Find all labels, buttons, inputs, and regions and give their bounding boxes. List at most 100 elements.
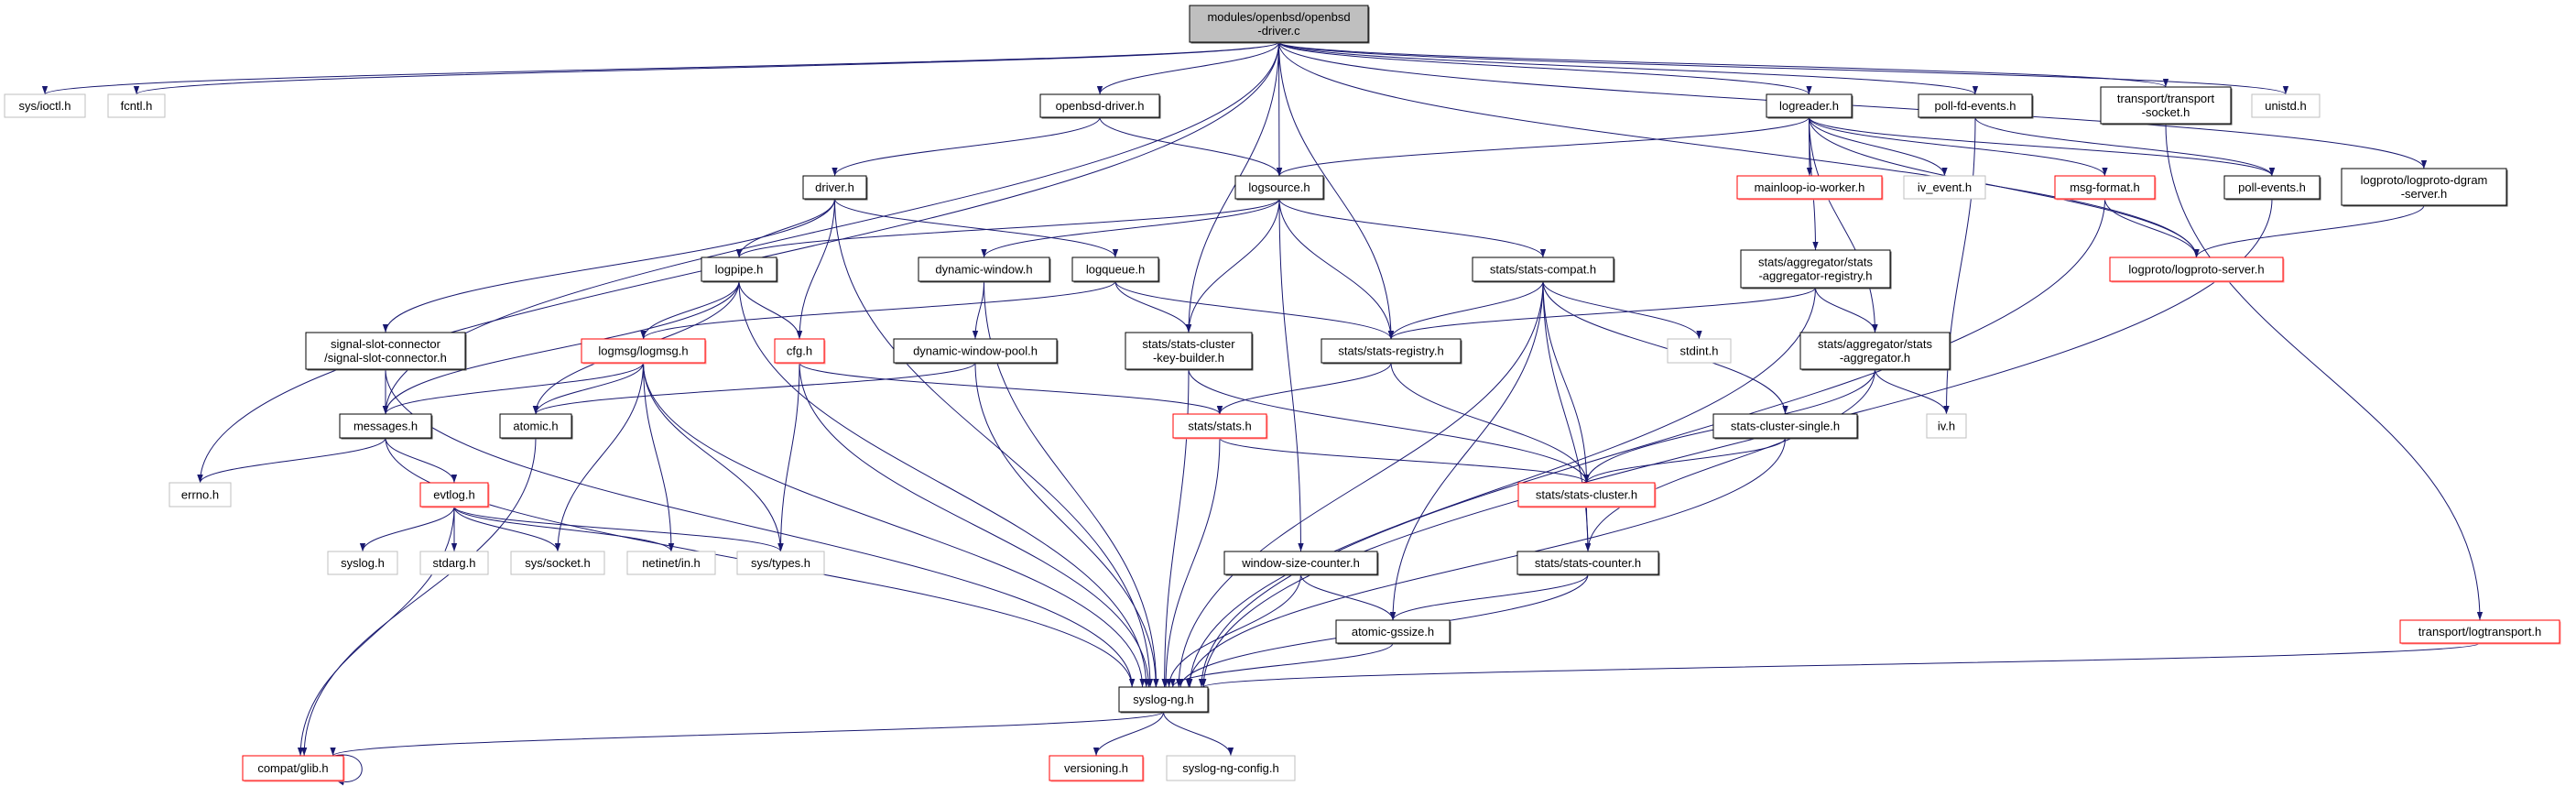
edge-pollevents-to-syslogng: [1201, 198, 2273, 688]
node-lpserver[interactable]: logproto/logproto-server.h: [2109, 257, 2285, 283]
node-label: syslog.h: [341, 556, 385, 570]
node-logqueue[interactable]: logqueue.h: [1071, 257, 1160, 283]
node-label: transport/transport: [2117, 92, 2215, 105]
node-box: [1926, 413, 1967, 439]
node-logreader[interactable]: logreader.h: [1766, 93, 1853, 119]
node-label: errno.h: [181, 488, 219, 502]
edge-stats-to-syslogng: [1162, 437, 1221, 688]
node-messages[interactable]: messages.h: [339, 413, 433, 440]
node-pollevents[interactable]: poll-events.h: [2223, 175, 2321, 201]
node-label: stats/stats.h: [1188, 420, 1251, 433]
edge-logsource-to-keyb: [1185, 198, 1280, 333]
node-msgformat[interactable]: msg-format.h: [2054, 175, 2157, 201]
node-label: modules/openbsd/openbsd: [1207, 10, 1350, 24]
edge-msgformat-to-syslogng: [1198, 198, 2105, 688]
node-ivevent[interactable]: iv_event.h: [1903, 175, 1986, 200]
node-fcntl[interactable]: fcntl.h: [107, 93, 166, 118]
node-label: atomic-gssize.h: [1352, 625, 1434, 639]
node-label: -aggregator.h: [1840, 351, 1910, 365]
node-socket[interactable]: sys/socket.h: [510, 551, 605, 575]
node-label: logmsg/logmsg.h: [598, 344, 688, 358]
node-ivh[interactable]: iv.h: [1926, 413, 1967, 439]
node-logpipe[interactable]: logpipe.h: [701, 257, 778, 283]
edge-atomic-to-glib: [301, 437, 537, 757]
node-main[interactable]: modules/openbsd/openbsd-driver.c: [1189, 5, 1370, 44]
node-aggr[interactable]: stats/aggregator/stats-aggregator.h: [1799, 332, 1951, 371]
edge-logsource-to-wsc: [1278, 198, 1304, 552]
edge-logpipe-to-messages: [382, 280, 740, 415]
node-aggreg[interactable]: stats/aggregator/stats-aggregator-regist…: [1740, 249, 1892, 289]
node-stdarg[interactable]: stdarg.h: [419, 551, 489, 575]
node-box: [2054, 175, 2156, 200]
edge-dynwin-to-dwpool: [972, 280, 984, 340]
node-gssize[interactable]: atomic-gssize.h: [1335, 619, 1451, 645]
node-logtransport[interactable]: transport/logtransport.h: [2399, 619, 2561, 645]
node-logsource[interactable]: logsource.h: [1234, 175, 1325, 201]
node-netinet[interactable]: netinet/in.h: [626, 551, 716, 575]
node-box: [305, 332, 466, 370]
edge-wsc-to-syslogng: [1166, 573, 1301, 688]
node-evtlog[interactable]: evtlog.h: [419, 482, 490, 508]
node-ssc[interactable]: signal-slot-connector/signal-slot-connec…: [305, 332, 467, 371]
node-versioning[interactable]: versioning.h: [1049, 755, 1145, 782]
node-config[interactable]: syslog-ng-config.h: [1166, 755, 1296, 781]
edge-logmsg-to-atomic: [532, 362, 644, 415]
edge-wsc-to-gssize: [1300, 573, 1397, 621]
node-mainloop[interactable]: mainloop-io-worker.h: [1736, 175, 1884, 201]
node-label: logproto/logproto-server.h: [2128, 263, 2264, 277]
node-counter[interactable]: stats/stats-counter.h: [1516, 551, 1660, 576]
node-box: [2223, 175, 2321, 200]
node-stdint[interactable]: stdint.h: [1667, 338, 1732, 364]
node-label: stats-cluster-single.h: [1731, 420, 1840, 433]
node-box: [1766, 93, 1853, 118]
node-label: transport/logtransport.h: [2418, 625, 2541, 639]
node-errno[interactable]: errno.h: [168, 482, 232, 508]
edge-aggreg-to-aggr: [1815, 287, 1878, 333]
node-compat[interactable]: stats/stats-compat.h: [1472, 257, 1615, 283]
node-registry[interactable]: stats/stats-registry.h: [1321, 338, 1462, 365]
node-unistd[interactable]: unistd.h: [2251, 93, 2321, 118]
edge-main-to-tsock: [1278, 41, 2168, 88]
node-label: versioning.h: [1064, 761, 1128, 775]
edge-single-to-syslogng: [1185, 437, 1786, 688]
node-box: [1223, 551, 1378, 575]
node-dwpool[interactable]: dynamic-window-pool.h: [893, 338, 1059, 365]
node-keyb[interactable]: stats/stats-cluster-key-builder.h: [1125, 332, 1254, 371]
node-label: stats/stats-counter.h: [1535, 556, 1641, 570]
node-label: logsource.h: [1248, 180, 1310, 194]
node-types[interactable]: sys/types.h: [736, 551, 825, 575]
node-syslogh[interactable]: syslog.h: [327, 551, 398, 575]
node-pollfd[interactable]: poll-fd-events.h: [1918, 93, 2034, 119]
node-atomic[interactable]: atomic.h: [499, 413, 573, 440]
node-single[interactable]: stats-cluster-single.h: [1712, 413, 1859, 440]
node-label: netinet/in.h: [642, 556, 701, 570]
node-syslogng[interactable]: syslog-ng.h: [1118, 686, 1210, 714]
node-dgram[interactable]: logproto/logproto-dgram-server.h: [2341, 168, 2508, 207]
edge-driver-to-logpipe: [735, 198, 835, 258]
node-ioctl[interactable]: sys/ioctl.h: [4, 93, 86, 118]
node-obd[interactable]: openbsd-driver.h: [1039, 93, 1161, 119]
edge-logtransport-to-syslogng: [1201, 642, 2481, 688]
node-wsc[interactable]: window-size-counter.h: [1223, 551, 1379, 576]
node-label: syslog-ng-config.h: [1182, 761, 1279, 775]
node-driver[interactable]: driver.h: [802, 175, 868, 201]
node-label: poll-fd-events.h: [1935, 99, 2016, 113]
node-tsock[interactable]: transport/transport-socket.h: [2100, 86, 2233, 126]
node-dynwin[interactable]: dynamic-window.h: [918, 257, 1051, 283]
node-box: [2399, 619, 2560, 644]
node-logmsg[interactable]: logmsg/logmsg.h: [581, 338, 707, 365]
edge-cfg-to-types: [777, 362, 800, 552]
node-cluster[interactable]: stats/stats-cluster.h: [1517, 482, 1657, 508]
node-glib[interactable]: compat/glib.h: [242, 755, 345, 782]
edge-logpipe-to-cfg: [738, 280, 803, 340]
node-box: [802, 175, 867, 200]
node-label: messages.h: [353, 420, 418, 433]
edge-evtlog-to-netinet: [453, 506, 675, 552]
node-label: stats/aggregator/stats: [1758, 256, 1874, 269]
node-label: msg-format.h: [2070, 180, 2140, 194]
node-cfg[interactable]: cfg.h: [774, 338, 826, 365]
node-box: [1039, 93, 1160, 118]
node-stats[interactable]: stats/stats.h: [1172, 413, 1268, 440]
edge-evtlog-to-syslogh: [359, 506, 455, 552]
edge-logreader-to-ivevent: [1809, 116, 1948, 177]
